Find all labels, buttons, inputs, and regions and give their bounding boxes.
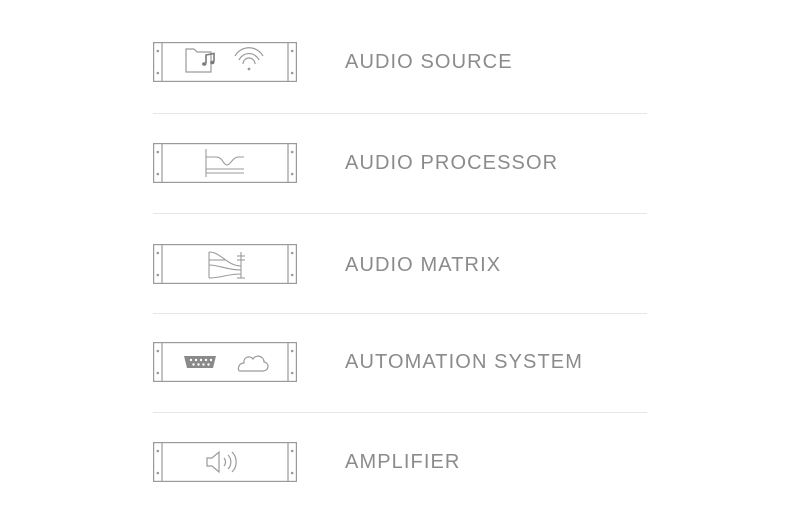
device-row-audio-processor: AUDIO PROCESSOR [153, 114, 647, 214]
device-row-automation-system: AUTOMATION SYSTEM [153, 314, 647, 414]
divider [153, 213, 647, 214]
device-row-amplifier: AMPLIFIER [153, 413, 647, 513]
music-folder-icon [185, 48, 215, 73]
cloud-icon [237, 355, 269, 372]
serial-port-icon [184, 356, 216, 368]
speaker-icon [206, 450, 237, 474]
eq-curve-icon [205, 149, 244, 177]
rack-unit [153, 42, 297, 82]
rack-unit [153, 244, 297, 284]
device-label: AUDIO SOURCE [345, 51, 513, 73]
divider [153, 113, 647, 114]
divider [153, 412, 647, 413]
device-label: AUTOMATION SYSTEM [345, 351, 583, 373]
device-label: AUDIO MATRIX [345, 254, 502, 276]
device-row-audio-matrix: AUDIO MATRIX [153, 214, 647, 314]
rack-unit [153, 342, 297, 382]
matrix-routing-icon [208, 251, 245, 279]
device-row-audio-source: AUDIO SOURCE [153, 14, 647, 114]
rack-unit [153, 442, 297, 482]
device-label: AUDIO PROCESSOR [345, 152, 559, 174]
device-label: AMPLIFIER [345, 451, 461, 473]
wifi-icon [234, 47, 264, 71]
divider [153, 313, 647, 314]
rack-unit [153, 143, 297, 183]
